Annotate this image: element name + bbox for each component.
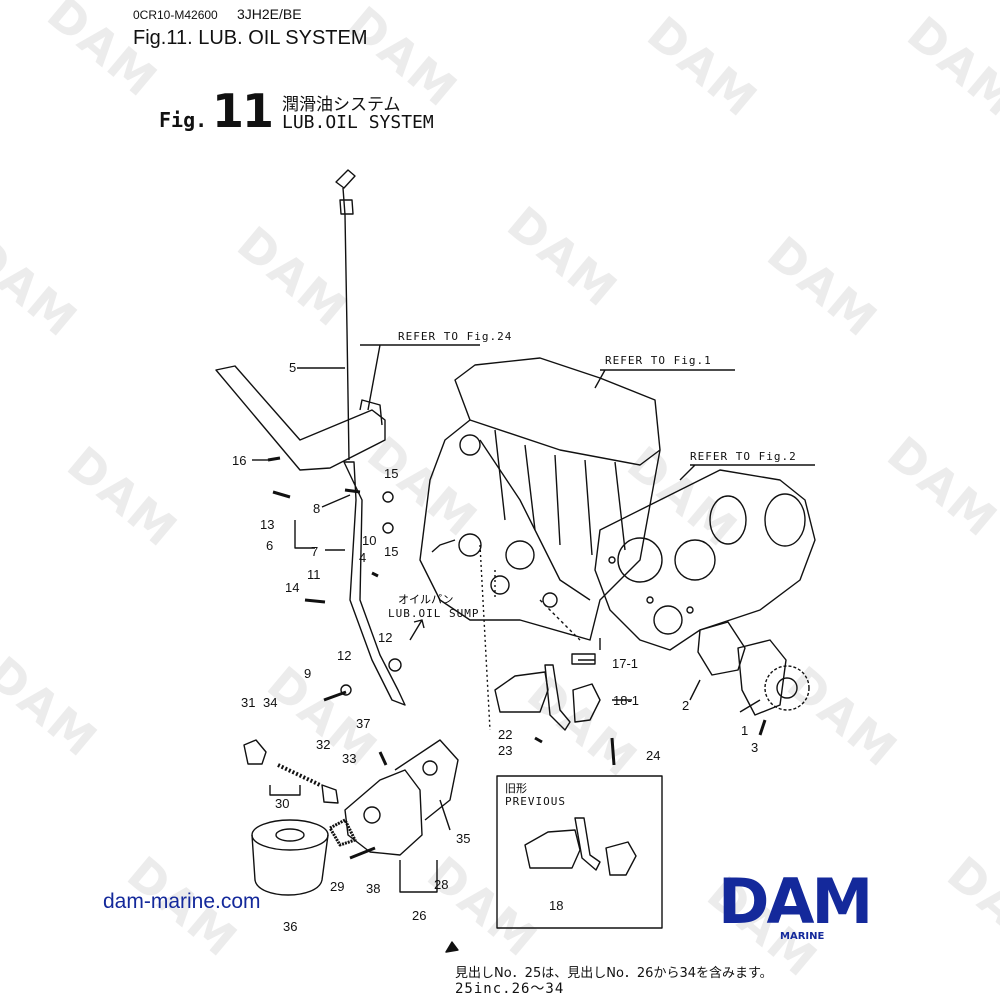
part-number: 13	[260, 517, 274, 532]
fig-number: 11	[212, 84, 274, 138]
part-number: 15	[384, 466, 398, 481]
doc-code: 0CR10-M42600	[133, 8, 218, 22]
part-number: 4	[359, 550, 366, 565]
website-link[interactable]: dam-marine.com	[103, 890, 261, 913]
part-number: 18-1	[613, 693, 639, 708]
part-number: 35	[456, 831, 470, 846]
ref-fig1: REFER TO Fig.1	[605, 354, 712, 367]
dipstick-guide	[343, 461, 406, 706]
part-number: 1	[741, 723, 748, 738]
part-number: 3	[751, 740, 758, 755]
part-number: 23	[498, 743, 512, 758]
fig-title-jp: 潤滑油システム	[282, 95, 401, 115]
part-number: 33	[342, 751, 356, 766]
previous-label-en: PREVIOUS	[505, 795, 566, 808]
logo-text: DAM	[718, 865, 873, 938]
sump-label-en: LUB.OIL SUMP	[388, 607, 479, 620]
figure-title: Fig.11. LUB. OIL SYSTEM	[133, 27, 368, 49]
part-number: 26	[412, 908, 426, 923]
part-number: 8	[313, 501, 320, 516]
part-number: 2	[682, 698, 689, 713]
logo-subtext: MARINE	[780, 931, 825, 942]
part-number: 14	[285, 580, 299, 595]
footer-note-en: 25inc.26～34	[455, 981, 565, 997]
dam-logo: DAM MARINE	[718, 865, 898, 943]
part-number: 37	[356, 716, 370, 731]
part-number: 32	[316, 737, 330, 752]
relief-spring	[277, 763, 321, 787]
footer-note-jp: 見出しNo．25は、見出しNo．26から34を含みます。	[455, 966, 773, 981]
engine-block	[419, 357, 661, 641]
previous-label-jp: 旧形	[505, 782, 527, 795]
gear-case-plate	[594, 469, 816, 651]
fig-label: Fig.	[159, 108, 208, 132]
part-number: 9	[304, 666, 311, 681]
oil-strainer	[494, 653, 601, 731]
part-number: 31	[241, 695, 255, 710]
part-number: 24	[646, 748, 660, 763]
part-number: 22	[498, 727, 512, 742]
part-number: 29	[330, 879, 344, 894]
sump-label-jp: オイルパン	[398, 593, 454, 606]
part-number: 36	[283, 919, 297, 934]
part-number: 17-1	[612, 656, 638, 671]
part-number: 15	[384, 544, 398, 559]
relief-valve	[321, 784, 339, 804]
part-number: 30	[275, 796, 289, 811]
part-number: 34	[263, 695, 277, 710]
ref-fig2: REFER TO Fig.2	[690, 450, 797, 463]
dipstick-ring	[335, 169, 356, 189]
previous-box	[496, 775, 663, 929]
part-number: 12	[337, 648, 351, 663]
fig-title-en: LUB.OIL SYSTEM	[282, 112, 434, 133]
part-number: 5	[289, 360, 296, 375]
part-number: 18	[549, 898, 563, 913]
ref-fig24: REFER TO Fig.24	[398, 330, 512, 343]
bracket	[215, 365, 386, 471]
model-code: 3JH2E/BE	[237, 6, 302, 22]
dipstick-rod	[342, 187, 350, 461]
oil-pump	[697, 621, 810, 716]
oil-filter	[251, 819, 329, 896]
part-number: 12	[378, 630, 392, 645]
part-number: 6	[266, 538, 273, 553]
part-number: 28	[434, 877, 448, 892]
part-number: 16	[232, 453, 246, 468]
part-number: 38	[366, 881, 380, 896]
relief-plug	[243, 739, 267, 765]
filter-bracket	[344, 739, 459, 856]
part-number: 7	[311, 544, 318, 559]
part-number: 11	[307, 567, 321, 582]
part-number: 10	[362, 533, 376, 548]
